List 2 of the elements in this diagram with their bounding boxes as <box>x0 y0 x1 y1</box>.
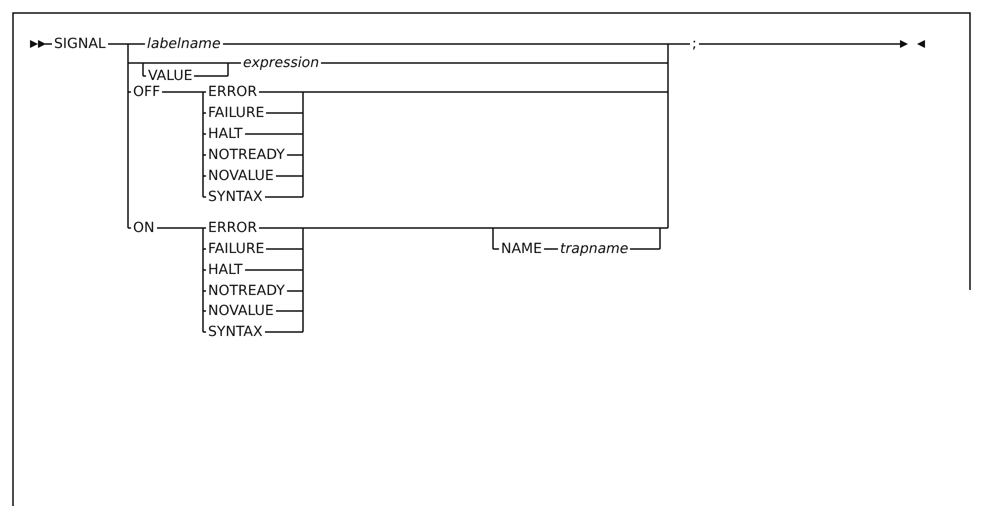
syntax-variable: expression <box>241 55 322 71</box>
syntax-variable: trapname <box>558 241 630 257</box>
